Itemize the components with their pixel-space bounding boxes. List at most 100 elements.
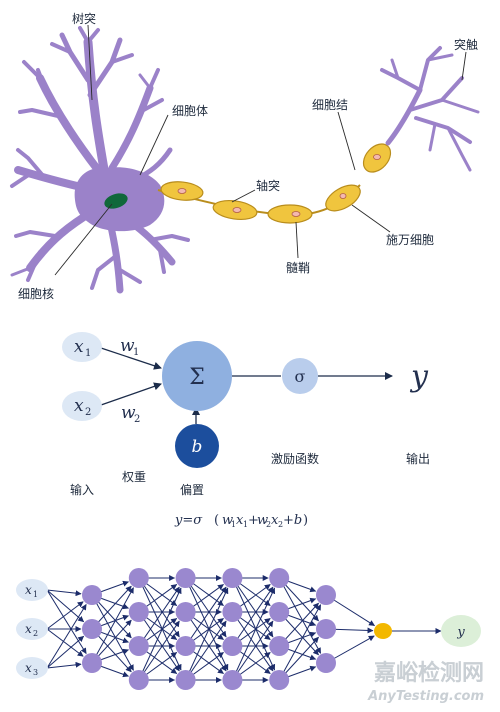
edge-l2-2-l3-4 [138,611,180,672]
net-hidden-node-l2-2 [128,602,149,622]
nucleus-shape [104,193,128,209]
formula-x1: x [236,513,244,528]
edge-l3-1-l4-3 [185,577,227,638]
net-hidden-node-l5-4 [269,670,290,690]
net-hidden-node-l3-3 [175,636,196,656]
edge-l3-1-l4-4 [185,577,229,671]
w1-subscript: 1 [133,347,139,358]
label-axon: 轴突 [256,178,280,193]
edge-l3-3-l4-1 [185,586,227,647]
sum-node: Σ [162,341,232,411]
perceptron-diagram: x 1 x 2 w 1 w 2 Σ b σ y 输入 权重 [62,332,430,529]
edge-l3-2-l4-4 [185,611,227,672]
net-hidden-node-l4-4 [222,670,243,690]
net-output-node [441,615,481,647]
activation-node: σ [282,358,318,394]
edge-l4-2-l5-4 [231,611,274,672]
output-symbol: y [409,359,429,394]
net-hidden-node-l6-2 [316,619,336,639]
formula-close: ) [303,513,308,528]
net-hidden-node-l3-2 [175,602,196,622]
edge-x1-sum [100,347,162,370]
formula-x1-sub: 1 [243,520,248,529]
label-input: 输入 [70,482,94,497]
net-hidden-node-l4-2 [222,602,243,622]
input-node-x2: x 2 [62,391,102,421]
net-output-symbol: y [456,625,465,640]
net-input-node-1 [16,579,48,601]
net-hidden-node-l2-1 [128,568,149,588]
formula-plus1: + [248,513,259,528]
neuron-illustration: 树突 细胞体 轴突 细胞结 突触 施万细胞 髓鞘 细胞核 [10,11,480,301]
edge-in1-h1-3 [46,589,87,655]
label-activation: 激励函数 [271,451,319,466]
watermark: 嘉峪检测网 AnyTesting.com [367,660,484,704]
edge-l4-1-l5-3 [231,577,274,638]
net-hidden-node-l5-2 [269,602,290,622]
net-input-subscript-3: 3 [33,668,38,677]
formula-x2-sub: 2 [278,520,283,529]
net-input-node-3 [16,657,48,679]
neuron-leader-lines [54,24,467,276]
bias-symbol: b [192,437,203,457]
edge-in3-h1-3 [46,661,82,669]
net-hidden-node-l6-1 [316,585,336,605]
w2-symbol: w [121,403,136,423]
label-soma: 细胞体 [172,104,208,118]
edge-in3-h1-2 [46,635,85,669]
schwann-nuclei [177,154,381,217]
net-hidden-node-l1-1 [82,585,102,605]
edge-l2-1-l3-4 [138,577,182,671]
formula-lhs: y=σ [174,513,203,528]
net-input-symbol-1: x [25,583,32,597]
net-hidden-node-l1-3 [82,653,102,673]
watermark-cn: 嘉峪检测网 [374,660,484,686]
edge-l2-4-l3-2 [138,620,180,681]
edge-in1-h1-2 [46,589,85,623]
net-input-node-2 [16,618,48,640]
net-input-symbol-3: x [25,661,32,675]
edge-l3-4-l4-2 [185,620,227,681]
edge-in1-h1-1 [46,589,82,597]
label-dendrite: 树突 [72,11,96,26]
net-hidden-node-l5-1 [269,568,290,588]
edge-l2-1-l3-3 [138,577,180,638]
bias-node: b [175,424,219,468]
formula-w1: w [222,513,233,528]
net-merge-node [374,623,392,639]
net-hidden-node-l6-3 [316,653,336,673]
net-input-subscript-2: 2 [33,629,38,638]
formula-x2: x [271,513,279,528]
edge-x2-sum [100,382,162,406]
label-node: 细胞结 [312,98,348,112]
activation-symbol: σ [295,367,306,386]
weight-w1: w 1 [120,336,139,358]
edge-in3-h1-1 [46,603,87,669]
edge-in2-h1-3 [46,628,84,657]
edge-l3-4-l4-1 [185,587,229,681]
label-terminal: 突触 [454,37,478,52]
formula-plus2: +b [283,513,302,528]
edge-l2-3-l3-1 [138,586,180,647]
watermark-en: AnyTesting.com [367,689,484,704]
w2-subscript: 2 [134,414,140,425]
x1-symbol: x [74,337,84,357]
x2-subscript: 2 [85,407,91,418]
edge-l1-3-l2-1 [91,587,134,664]
label-weight: 权重 [122,470,146,484]
dendrites [10,26,190,294]
edge-l4-3-l5-1 [231,586,274,647]
edge-in2-h1-1 [46,601,84,630]
net-input-subscript-1: 1 [33,590,38,599]
net-hidden-node-l5-3 [269,636,290,656]
formula: y=σ ( w 1 x 1 + w 2 x 2 +b ) [174,513,308,529]
net-hidden-node-l3-1 [175,568,196,588]
edge-l4-4-l5-1 [231,587,276,681]
label-output: 输出 [406,451,430,466]
sum-symbol: Σ [189,365,205,390]
input-node-x1: x 1 [62,332,102,362]
label-nucleus: 细胞核 [18,287,54,301]
